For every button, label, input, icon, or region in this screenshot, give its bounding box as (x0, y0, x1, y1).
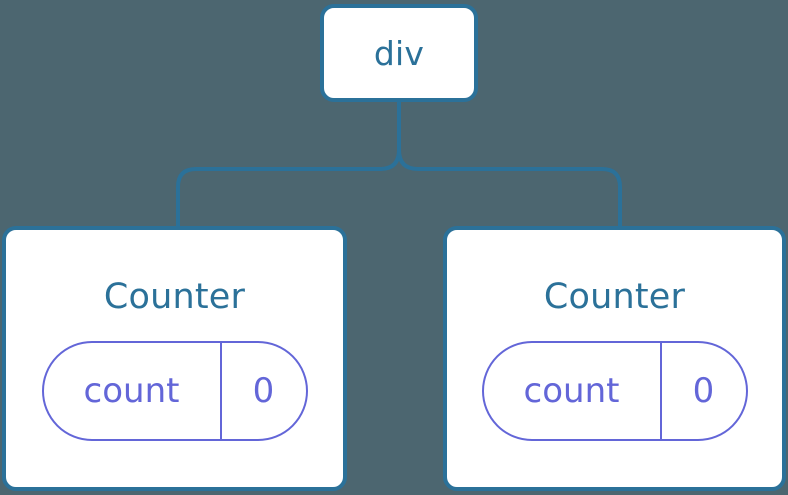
edge-div-to-counter-left (176, 101, 401, 226)
state-key-left: count (44, 343, 222, 439)
edge-div-to-counter-right (397, 101, 622, 226)
state-value-left: 0 (252, 371, 275, 411)
state-capsule-left[interactable]: count 0 (41, 341, 308, 441)
state-capsule-right[interactable]: count 0 (481, 341, 748, 441)
node-counter-right-label: Counter (543, 277, 686, 317)
state-key-right: count (484, 343, 662, 439)
state-value-right: 0 (692, 371, 715, 411)
node-counter-left[interactable]: Counter count 0 (2, 226, 347, 491)
node-div-label: div (373, 33, 425, 73)
node-div[interactable]: div (320, 4, 478, 102)
node-counter-left-label: Counter (103, 277, 246, 317)
node-counter-right[interactable]: Counter count 0 (443, 226, 786, 491)
